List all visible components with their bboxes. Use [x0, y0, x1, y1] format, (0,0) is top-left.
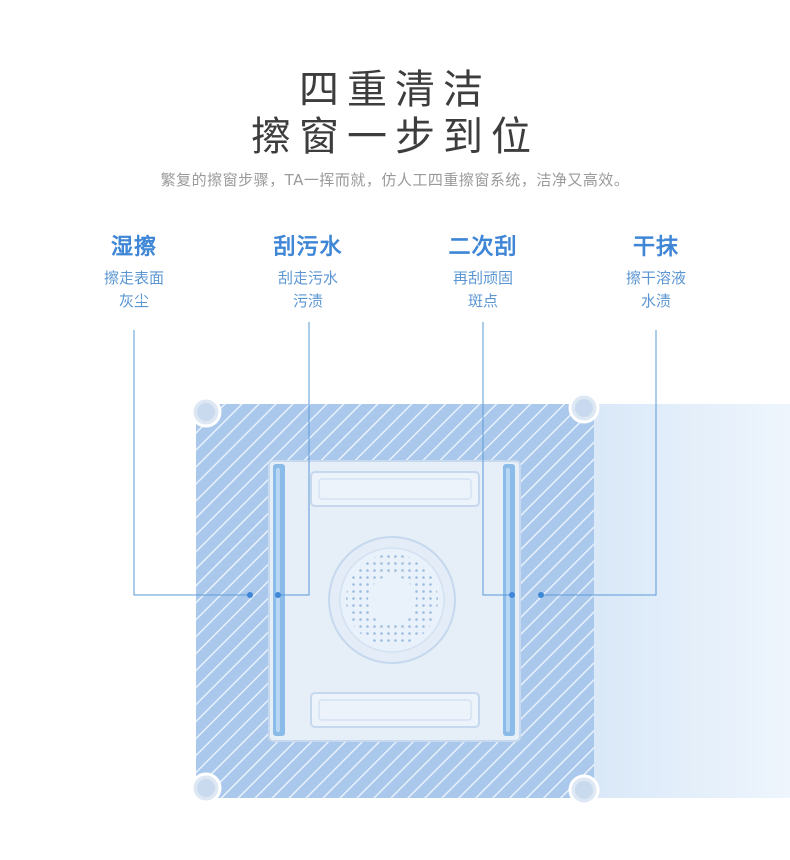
- window-glass-panel: [590, 404, 790, 798]
- callout-line-dry-wipe: [541, 330, 657, 596]
- feature-desc-line-2: 灰尘: [118, 292, 149, 310]
- callout-dot-second-scrape: [509, 592, 515, 598]
- corner-wheel-bottom-left: [190, 772, 222, 804]
- feature-title: 刮污水: [273, 235, 343, 260]
- feature-dry-wipe: 干抹 擦干溶液 水渍: [581, 232, 731, 313]
- top-bar: [310, 471, 480, 507]
- feature-second-scrape: 二次刮 再刮顽固 斑点: [408, 232, 558, 313]
- feature-desc-line-2: 污渍: [292, 292, 323, 310]
- feature-desc-line-1: 再刮顽固: [452, 269, 513, 287]
- callout-dot-wet-wipe: [247, 592, 253, 598]
- corner-wheel-bottom-right: [568, 774, 600, 806]
- feature-desc-line-1: 擦干溶液: [625, 269, 686, 287]
- feature-scrape-dirty-water: 刮污水 刮走污水 污渍: [233, 232, 383, 313]
- feature-desc-line-1: 擦走表面: [103, 269, 164, 287]
- bottom-bar: [310, 692, 480, 728]
- callout-line-second-scrape: [482, 322, 512, 596]
- feature-title: 二次刮: [448, 235, 518, 260]
- feature-desc-line-1: 刮走污水: [277, 269, 338, 287]
- callout-line-scrape: [278, 322, 310, 596]
- callout-dot-scrape: [275, 592, 281, 598]
- feature-desc-line-2: 斑点: [467, 292, 498, 310]
- page-subtitle: 繁复的擦窗步骤，TA一挥而就，仿人工四重擦窗系统，洁净又高效。: [160, 171, 630, 189]
- feature-title: 干抹: [632, 235, 679, 260]
- page-title-line-1: 四重清洁: [299, 67, 491, 113]
- callout-line-wet-wipe: [133, 330, 250, 596]
- corner-wheel-top-left: [190, 396, 222, 428]
- feature-title: 湿擦: [110, 235, 157, 260]
- feature-desc-line-2: 水渍: [640, 292, 671, 310]
- callout-lines: [133, 322, 657, 596]
- feature-wet-wipe: 湿擦 擦走表面 灰尘: [59, 232, 209, 313]
- corner-wheel-top-right: [568, 392, 600, 424]
- page-title-line-2: 擦窗一步到位: [251, 114, 539, 160]
- callout-dot-dry-wipe: [538, 592, 544, 598]
- suction-disk: [328, 536, 456, 664]
